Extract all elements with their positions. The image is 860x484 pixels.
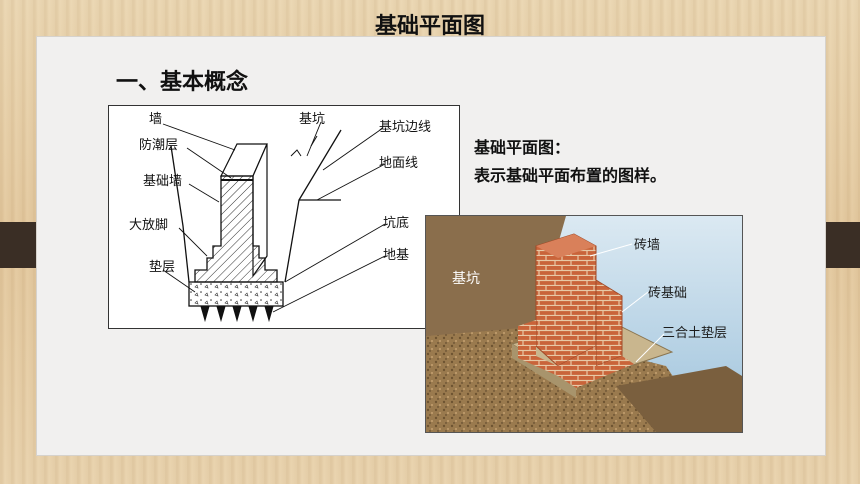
foundation-section-diagram: 墙 防潮层 基础墙 大放脚 垫层 基坑 基坑边线 地面线 坑底 地基 — [108, 105, 460, 329]
label-wall: 墙 — [149, 112, 163, 127]
label-pit: 基坑 — [299, 112, 326, 127]
section-drawing — [162, 121, 386, 323]
label-ground-line: 地面线 — [379, 156, 419, 171]
photo-label-brick-foundation: 砖基础 — [648, 286, 688, 301]
photo-label-brick-wall: 砖墙 — [634, 238, 661, 253]
section-heading: 一、基本概念 — [116, 70, 249, 95]
subgrade-marks — [200, 305, 274, 323]
pit-right-edge — [284, 129, 342, 283]
label-pit-bottom: 坑底 — [383, 216, 410, 231]
label-pit-edge: 基坑边线 — [379, 120, 432, 135]
label-subgrade: 地基 — [383, 248, 410, 263]
definition-text: 表示基础平面布置的图样。 — [474, 166, 667, 185]
cushion-layer — [188, 281, 284, 307]
label-cushion: 垫层 — [149, 260, 176, 275]
label-footing: 大放脚 — [129, 218, 169, 233]
photo-label-pit: 基坑 — [452, 271, 480, 287]
slide-title: 基础平面图 — [374, 14, 485, 39]
pit-left-edge — [170, 145, 190, 283]
photo-label-cushion: 三合土垫层 — [662, 326, 728, 341]
definition-term: 基础平面图： — [474, 138, 571, 157]
label-damp-course: 防潮层 — [139, 138, 179, 153]
foundation-photo: 基坑 砖墙 砖基础 三合土垫层 — [425, 215, 743, 433]
definition-block: 基础平面图： 表示基础平面布置的图样。 — [474, 134, 666, 190]
photo-drawing — [426, 216, 742, 432]
label-foundation-wall: 基础墙 — [143, 174, 183, 189]
